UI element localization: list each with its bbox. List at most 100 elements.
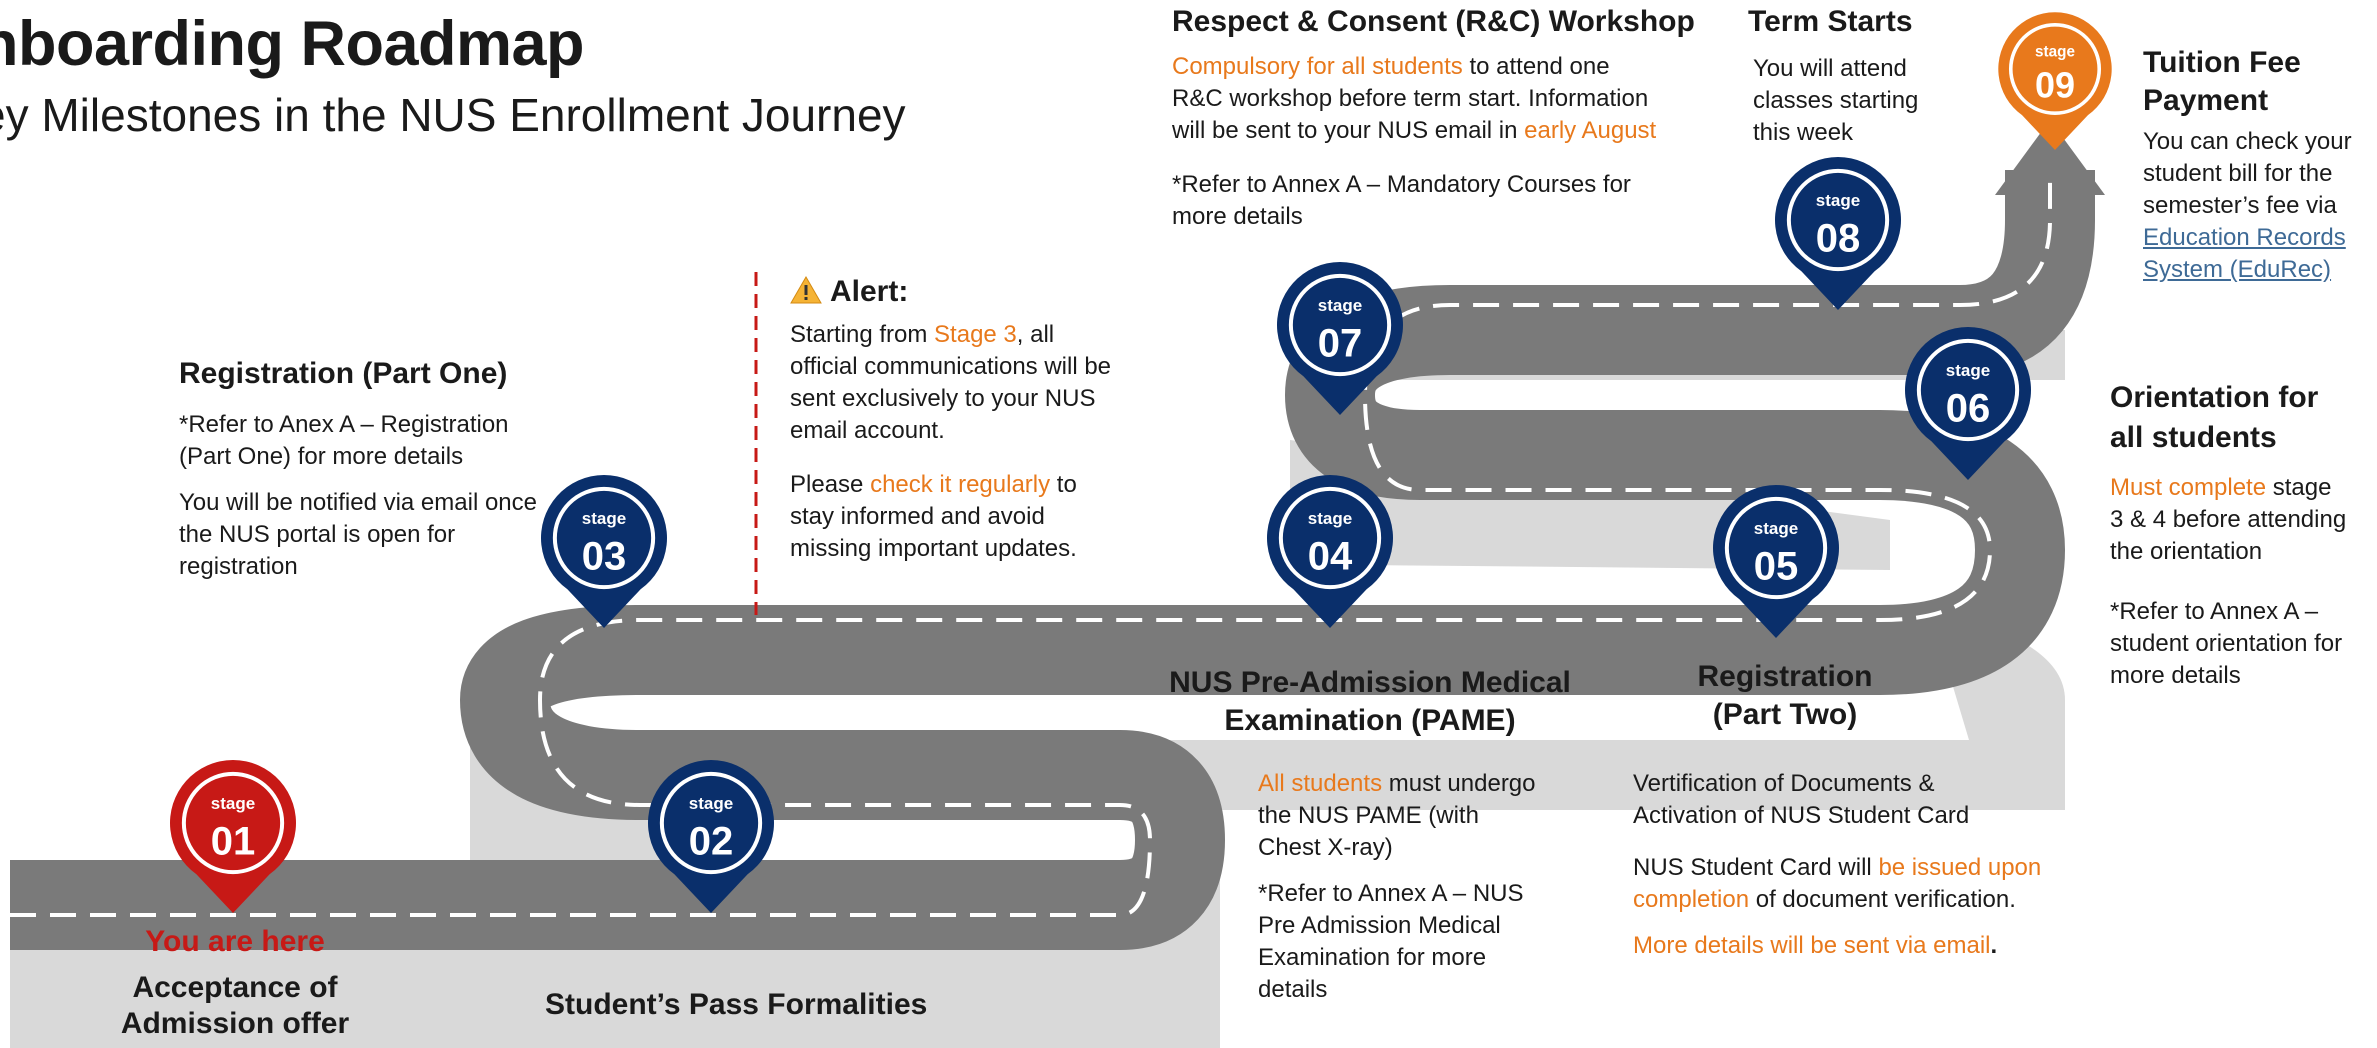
stage04-note: *Refer to Annex A – NUS Pre Admission Me… xyxy=(1258,880,1524,1003)
pin-marker-shape xyxy=(1277,262,1403,415)
stage07-info: Respect & Consent (R&C) Workshop Compuls… xyxy=(1172,5,1695,247)
stage06-title-line2: all students xyxy=(2110,421,2277,454)
alert-paragraph-2: Please check it regularly to stay inform… xyxy=(790,469,1120,565)
alert-p2-highlight: check it regularly xyxy=(870,471,1051,498)
alert-box: Alert: Starting from Stage 3, all offici… xyxy=(790,275,1120,579)
alert-p2-text: Please xyxy=(790,471,871,498)
stage07-note: *Refer to Annex A – Mandatory Courses fo… xyxy=(1172,171,1631,230)
stage07-p1-highlight-2: early August xyxy=(1524,117,1657,144)
pin-marker-shape xyxy=(1775,157,1902,310)
stage04-title-line1: NUS Pre-Admission Medical xyxy=(1169,666,1571,699)
pin-stage-number: 03 xyxy=(582,535,627,579)
pin-stage-word: stage xyxy=(582,509,626,528)
pin-stage-word: stage xyxy=(2035,44,2075,61)
stage01-title-line2: Admission offer xyxy=(120,1007,350,1040)
stage04-p1-text: must undergo the NUS PAME (with Chest X-… xyxy=(1258,770,1536,861)
pin-marker-shape xyxy=(170,760,296,913)
stage05-paragraph-1: Vertification of Documents & Activation … xyxy=(1633,770,1970,829)
pin-stage-word: stage xyxy=(1754,519,1798,538)
stage-pin-01: stage 01 xyxy=(170,760,296,913)
pin-stage-word: stage xyxy=(1946,361,1990,380)
pin-stage-number: 04 xyxy=(1308,535,1353,579)
stage03-title: Registration (Part One) xyxy=(179,357,508,390)
stage06-title-line1: Orientation for xyxy=(2110,381,2319,414)
pin-ring xyxy=(1278,486,1382,590)
pin-stage-word: stage xyxy=(1816,191,1860,210)
stage05-p2-highlight: be issued upon completion xyxy=(1633,854,2042,913)
pin-stage-number: 05 xyxy=(1754,545,1799,589)
alert-p1-highlight: Stage 3 xyxy=(934,321,1017,348)
pin-stage-number: 07 xyxy=(1318,322,1363,366)
page-title: nboarding Roadmap xyxy=(0,9,585,79)
stage06-note: *Refer to Annex A – student orientation … xyxy=(2110,598,2343,689)
pin-ring xyxy=(659,771,763,875)
stage09-body: You can check your student bill for the … xyxy=(2143,126,2373,286)
alert-p1-text-end: , all official communications will be se… xyxy=(790,321,1112,444)
stage01-title: Acceptance of Admission offer xyxy=(95,970,375,1042)
pin-stage-word: stage xyxy=(211,794,255,813)
stage05-p3-text: . xyxy=(1990,932,1998,959)
stage07-title: Respect & Consent (R&C) Workshop xyxy=(1172,5,1695,38)
stage06-p1-highlight: Must complete xyxy=(2110,474,2267,501)
pin-ring xyxy=(1724,496,1828,600)
stage03-info: Registration (Part One) *Refer to Anex A… xyxy=(179,357,559,597)
stage05-p3-highlight: More details will be sent via email xyxy=(1633,932,1991,959)
pin-stage-number: 08 xyxy=(1816,217,1861,261)
pin-ring xyxy=(2008,22,2102,116)
edurec-link[interactable]: Education Records System (EduRec) xyxy=(2143,224,2346,283)
stage08-body: You will attend classes starting this we… xyxy=(1753,55,1919,146)
stage02-title: Student’s Pass Formalities xyxy=(545,988,928,1021)
pin-ring xyxy=(1786,168,1890,272)
road-centerline xyxy=(10,175,2052,917)
pin-marker-shape xyxy=(1998,12,2112,150)
pin-marker-shape xyxy=(1713,485,1839,638)
stage04-title: NUS Pre-Admission Medical Examination (P… xyxy=(1140,664,1600,740)
stage06-title: Orientation for all students xyxy=(2110,378,2350,458)
stage01-title-line1: Acceptance of xyxy=(132,971,338,1004)
stage07-p1-highlight: Compulsory for all students xyxy=(1172,53,1463,80)
stage07-p1-text: to attend one R&C workshop before term s… xyxy=(1172,53,1649,144)
stage05-title-line1: Registration xyxy=(1697,660,1873,693)
stage03-body: You will be notified via email once the … xyxy=(179,489,537,580)
pin-stage-number: 01 xyxy=(211,820,256,864)
stage06-p1-text: stage 3 & 4 before attending the orienta… xyxy=(2110,474,2347,565)
alert-heading: Alert: xyxy=(790,275,1120,313)
stage09-title-line1: Tuition Fee xyxy=(2143,46,2301,79)
alert-p1-text: Starting from xyxy=(790,321,935,348)
warning-icon xyxy=(790,275,822,313)
stage05-paragraph-2: NUS Student Card will be issued upon com… xyxy=(1633,852,2083,916)
stage03-note: *Refer to Anex A – Registration (Part On… xyxy=(179,411,509,470)
pin-stage-number: 06 xyxy=(1946,387,1991,431)
road-arrowhead xyxy=(1995,120,2105,195)
stage05-p2-text-end: of document verification. xyxy=(1749,886,2016,913)
alert-p2-text-end: to stay informed and avoid missing impor… xyxy=(790,471,1077,562)
pin-marker-shape xyxy=(648,760,774,913)
stage-pin-03: stage 03 xyxy=(541,475,667,628)
pin-stage-word: stage xyxy=(1308,509,1352,528)
stage-pin-07: stage 07 xyxy=(1277,262,1403,415)
pin-marker-shape xyxy=(1267,475,1393,628)
pin-ring xyxy=(552,486,656,590)
alert-paragraph-1: Starting from Stage 3, all official comm… xyxy=(790,319,1120,447)
stage05-paragraph-3: More details will be sent via email. xyxy=(1633,930,2083,962)
you-are-here-label: You are here xyxy=(145,925,325,958)
pin-stage-word: stage xyxy=(689,794,733,813)
page-subtitle: ey Milestones in the NUS Enrollment Jour… xyxy=(0,89,906,141)
stage09-title-line2: Payment xyxy=(2143,84,2269,117)
stage06-info: Orientation for all students Must comple… xyxy=(2110,378,2350,706)
alert-title: Alert: xyxy=(830,275,909,308)
stage06-paragraph-1: Must complete stage 3 & 4 before attendi… xyxy=(2110,472,2350,568)
stage08-title: Term Starts xyxy=(1748,5,1913,38)
pin-ring xyxy=(1288,273,1392,377)
stage09-title: Tuition Fee Payment xyxy=(2143,44,2373,120)
pin-ring xyxy=(181,771,285,875)
stage05-info: Vertification of Documents & Activation … xyxy=(1633,768,2083,976)
pin-stage-word: stage xyxy=(1318,296,1362,315)
pin-marker-shape xyxy=(541,475,667,628)
stage09-body-text: You can check your student bill for the … xyxy=(2143,128,2352,219)
stage-pin-04: stage 04 xyxy=(1267,475,1393,628)
stage-pin-06: stage 06 xyxy=(1905,327,2032,480)
pin-marker-shape xyxy=(1905,327,2032,480)
